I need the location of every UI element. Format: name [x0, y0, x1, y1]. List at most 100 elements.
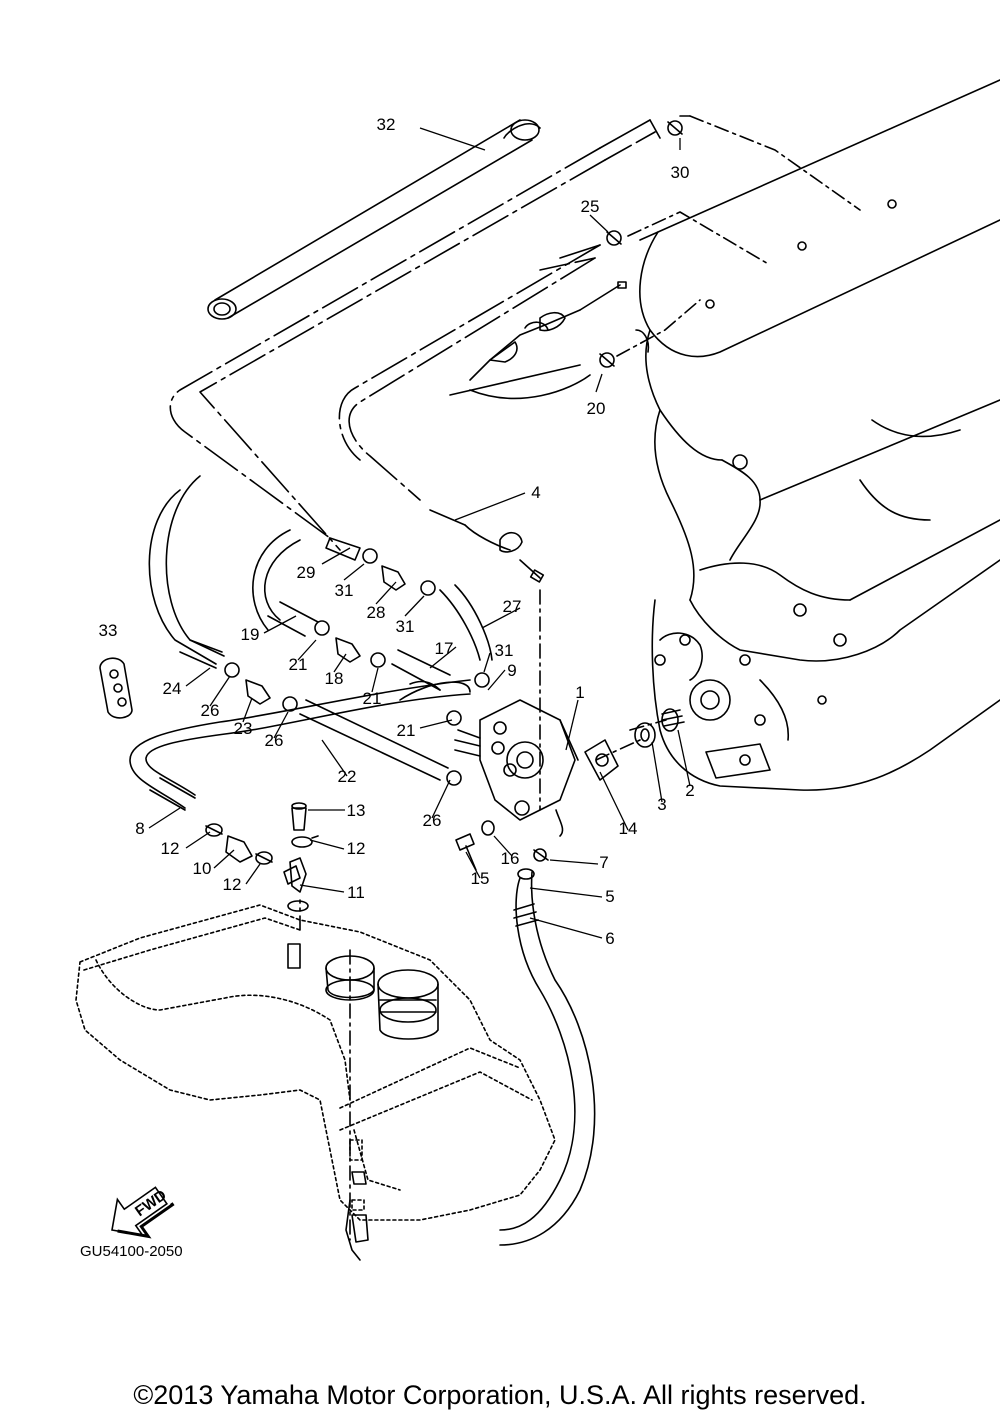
part-label: 16: [501, 849, 520, 868]
leader-line-26: [209, 675, 231, 707]
part-label: 2: [685, 781, 694, 800]
part-label: 29: [297, 563, 316, 582]
part-label: 26: [265, 731, 284, 750]
leader-line-24: [185, 667, 211, 687]
part-2: [661, 708, 685, 732]
part-label: 11: [347, 883, 365, 902]
leader-line-21: [371, 667, 379, 693]
leader-line-21: [297, 639, 317, 661]
part-label: 26: [201, 701, 220, 720]
part-label: 30: [671, 163, 690, 182]
leader-line-4: [454, 492, 526, 521]
part-label: 21: [289, 655, 308, 674]
leader-line-26: [273, 711, 289, 739]
copyright-notice: ©2013 Yamaha Motor Corporation, U.S.A. A…: [133, 1380, 867, 1410]
part-label: 23: [234, 719, 253, 738]
clip-30: [667, 120, 683, 136]
leader-line-20: [595, 373, 603, 393]
part-label: 14: [619, 819, 638, 838]
hose-fittings: [129, 548, 493, 809]
leader-line-2: [677, 729, 691, 787]
clip-12-lower: [255, 851, 273, 865]
grommet-33: [99, 657, 133, 719]
leader-line-12: [185, 831, 211, 849]
part-label: 24: [163, 679, 182, 698]
clip-12-left: [205, 823, 223, 837]
leader-line-29: [321, 547, 351, 565]
engine-block-outline: [635, 79, 1000, 662]
fitting-10: [225, 835, 253, 863]
washer-16: [481, 820, 495, 836]
part-label: 12: [347, 839, 366, 858]
long-hoses: [148, 119, 661, 665]
part-label: 18: [325, 669, 344, 688]
part-label: 32: [377, 115, 396, 134]
part-label: 26: [423, 811, 442, 830]
fitting-13: [291, 802, 307, 831]
part-label: 33: [99, 621, 118, 640]
part-label: 27: [503, 597, 522, 616]
gasket-14: [584, 739, 619, 781]
fwd-arrow: FWD: [111, 1186, 175, 1239]
leader-line-12: [309, 839, 345, 850]
leader-line-3: [651, 741, 663, 803]
clip-12-top: [291, 835, 319, 848]
leader-line-7: [549, 859, 599, 865]
tube-32: [207, 119, 541, 320]
leader-line-1: [565, 699, 579, 751]
label-leaders: [148, 127, 691, 939]
part-label: 1: [575, 683, 584, 702]
part-label: 20: [587, 399, 606, 418]
leader-line-31: [343, 563, 365, 581]
part-label: 10: [193, 859, 212, 878]
clip-12-tank: [287, 900, 309, 912]
oil-pump-1: [454, 699, 579, 837]
part-label: 25: [581, 197, 600, 216]
leader-line-15: [465, 851, 481, 879]
part-label: 9: [507, 661, 516, 680]
diagram-code: GU54100-2050: [80, 1243, 183, 1260]
leader-line-22: [321, 739, 348, 777]
part-label: 7: [599, 853, 608, 872]
part-label: 4: [531, 483, 540, 502]
part-label: 5: [605, 887, 614, 906]
leader-line-26: [431, 779, 451, 819]
leader-line-25: [589, 214, 609, 233]
part-label: 12: [223, 875, 242, 894]
bolt-15: [455, 833, 477, 871]
oil-tank: [75, 904, 556, 1261]
clip-25: [606, 230, 622, 246]
part-label: 31: [495, 641, 514, 660]
leader-line-32: [419, 127, 486, 151]
part-label: 6: [605, 929, 614, 948]
part-label: 8: [135, 819, 144, 838]
leader-line-12: [245, 863, 261, 885]
reference-lines: [299, 115, 861, 1241]
leader-line-21: [419, 719, 453, 729]
leader-line-31: [404, 595, 425, 617]
part-label: 15: [471, 869, 490, 888]
leader-line-27: [481, 607, 521, 629]
leader-line-17: [429, 646, 457, 669]
leader-line-10: [213, 849, 235, 869]
clip-7: [533, 848, 549, 862]
part-label: 22: [338, 767, 357, 786]
leader-line-11: [299, 884, 345, 893]
leader-line-16: [493, 835, 513, 857]
leader-line-23: [242, 697, 253, 723]
part-label: 28: [367, 603, 386, 622]
part-3: [634, 722, 656, 748]
hose-5-6: [499, 868, 596, 1246]
part-label: 12: [161, 839, 180, 858]
leader-line-6: [529, 917, 603, 939]
t-fitting-11: [283, 857, 307, 893]
part-label: 13: [347, 801, 366, 820]
part-label: 31: [396, 617, 415, 636]
part-label: 31: [335, 581, 354, 600]
part-label: 19: [241, 625, 260, 644]
leader-line-19: [263, 615, 297, 634]
hose-8-end: [149, 777, 196, 811]
leader-line-9: [487, 669, 506, 691]
leader-line-31: [483, 652, 491, 673]
